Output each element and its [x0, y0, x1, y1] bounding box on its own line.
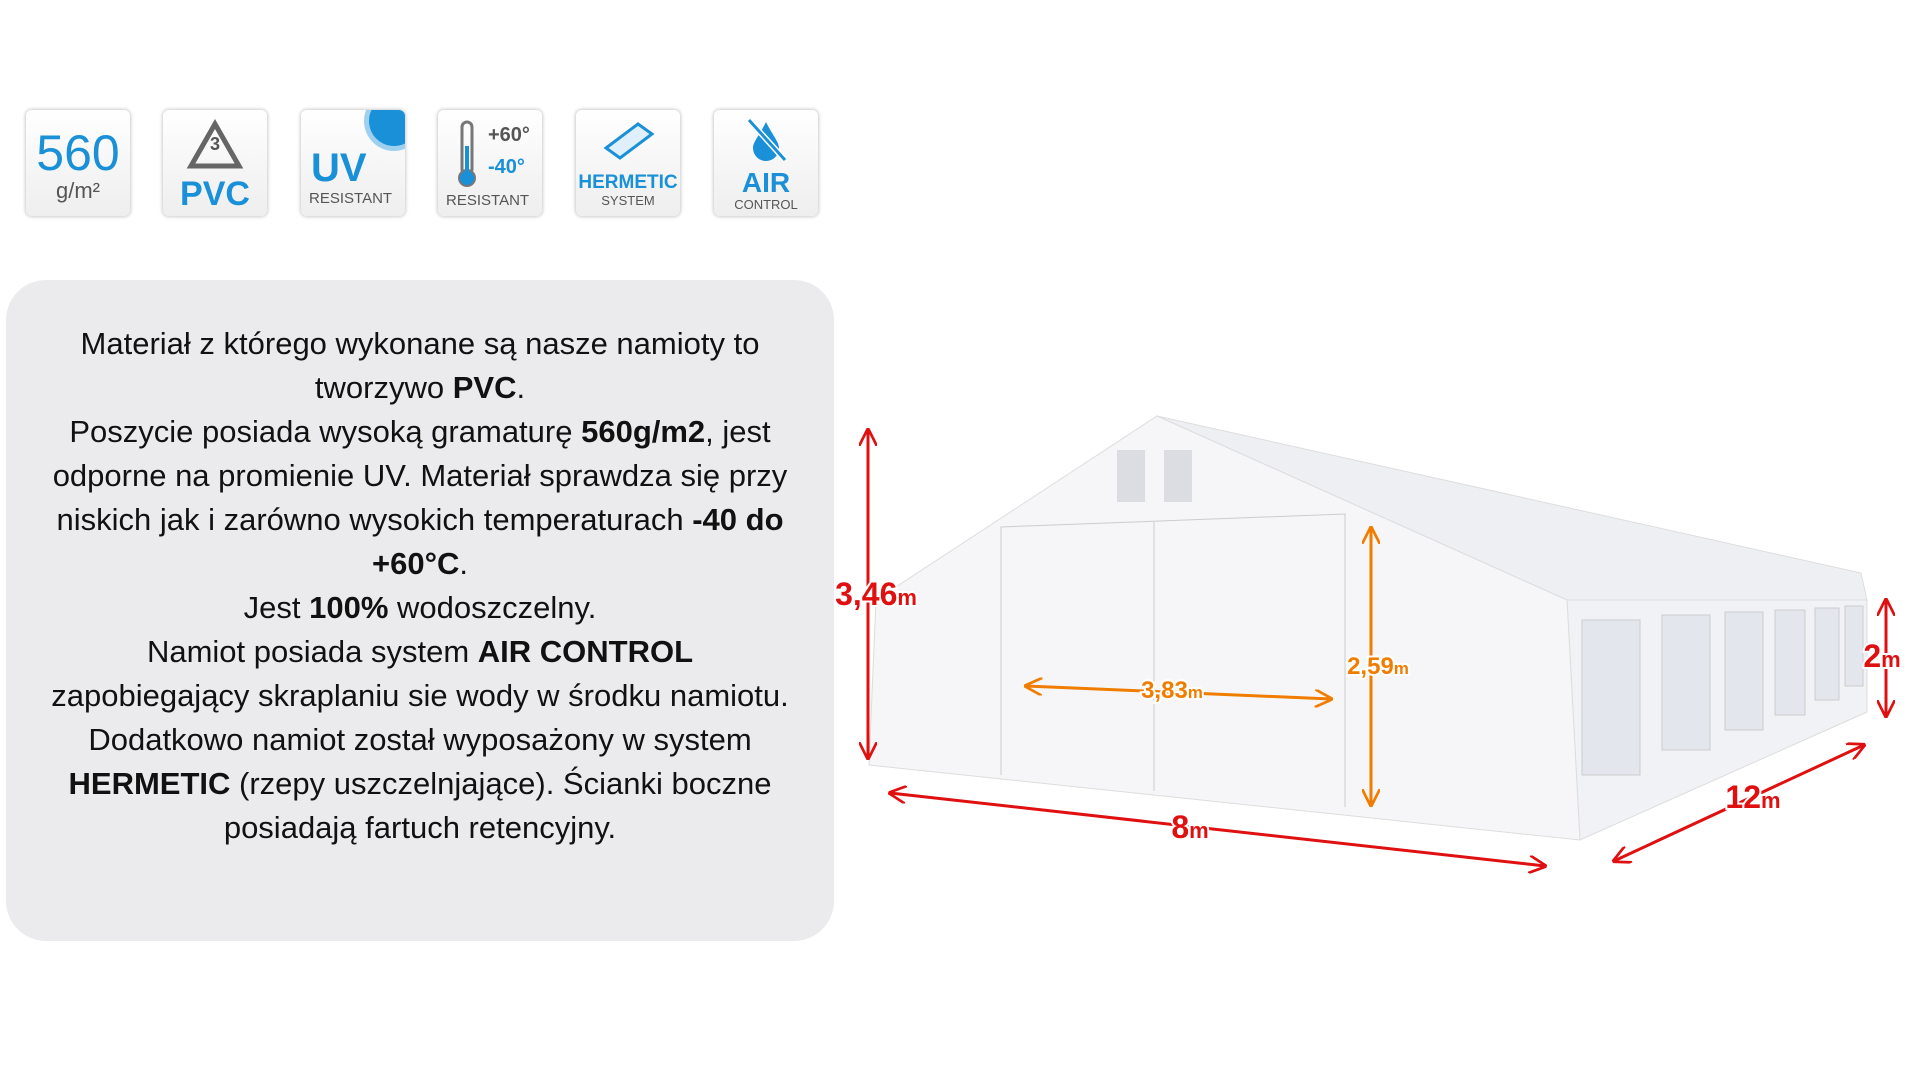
tent-vent	[1117, 450, 1145, 502]
text: (rzepy uszczelnjające). Ścianki boczne p…	[223, 766, 772, 845]
badge-sub: RESISTANT	[309, 190, 393, 207]
side-height-label: 2m	[1863, 638, 1900, 674]
badge-main: UV	[311, 146, 367, 190]
text-bold: -40 do +60°C	[372, 502, 784, 581]
text-bold: 560g/m2	[581, 414, 706, 449]
badge-sub: CONTROL	[734, 197, 798, 212]
badge-main: PVC	[180, 175, 250, 213]
tent-vent	[1164, 450, 1192, 502]
door-height-label: 2,59m	[1347, 653, 1409, 680]
length-label: 12m	[1725, 779, 1780, 815]
badge-sub: RESISTANT	[446, 192, 530, 209]
text-bold: HERMETIC	[68, 766, 231, 801]
text: .	[516, 370, 526, 405]
text: Materiał z którego wykonane są nasze nam…	[80, 326, 760, 405]
badge-main: 560	[36, 125, 120, 181]
badge-hermetic: HERMETIC SYSTEM	[576, 110, 680, 216]
no-drop-icon	[746, 117, 788, 163]
badge-air-control: AIR CONTROL	[714, 110, 818, 216]
badge-pvc: 3 PVC	[163, 110, 267, 216]
height-label: 3,46m	[835, 576, 917, 612]
thermometer-icon	[458, 120, 476, 187]
badge-cold: -40°	[488, 156, 525, 178]
badge-sub: g/m²	[56, 178, 100, 203]
text: .	[459, 546, 468, 581]
text-bold: PVC	[452, 370, 517, 405]
badge-560-gsm: 560 g/m²	[26, 110, 130, 216]
text: Namiot posiada system	[146, 634, 478, 669]
velcro-icon	[603, 122, 655, 160]
text: wodoszczelny.	[388, 590, 597, 625]
description-panel: Materiał z którego wykonane są nasze nam…	[6, 280, 834, 941]
width-arrow	[890, 793, 1545, 866]
badge-hot: +60°	[488, 124, 530, 146]
tent-windows	[1581, 605, 1864, 776]
text-bold: AIR CONTROL	[477, 634, 694, 669]
badge-main: AIR	[741, 167, 791, 198]
badge-main: HERMETIC	[578, 172, 678, 193]
recycle-icon	[186, 118, 244, 169]
badge-uv: UV RESISTANT	[301, 110, 405, 216]
description-text: Materiał z którego wykonane są nasze nam…	[46, 322, 794, 850]
text: zapobiegający skraplaniu sie wody w środ…	[51, 678, 789, 757]
door-width-label: 3,83m	[1141, 677, 1203, 704]
tent-front-wall	[868, 415, 1581, 841]
text: , jest odporne na promienie UV. Materiał…	[52, 414, 788, 537]
badge-temperature: +60° -40° RESISTANT	[438, 110, 542, 216]
length-arrow	[1614, 745, 1864, 861]
width-label: 8m	[1171, 809, 1208, 845]
badge-top: 3	[209, 134, 220, 154]
tent-door	[1000, 513, 1346, 807]
badge-sub: SYSTEM	[601, 193, 655, 208]
text: Jest	[243, 590, 310, 625]
door-width-arrow	[1026, 686, 1331, 699]
text: Poszycie posiada wysoką gramaturę	[69, 414, 582, 449]
text-bold: 100%	[309, 590, 389, 625]
